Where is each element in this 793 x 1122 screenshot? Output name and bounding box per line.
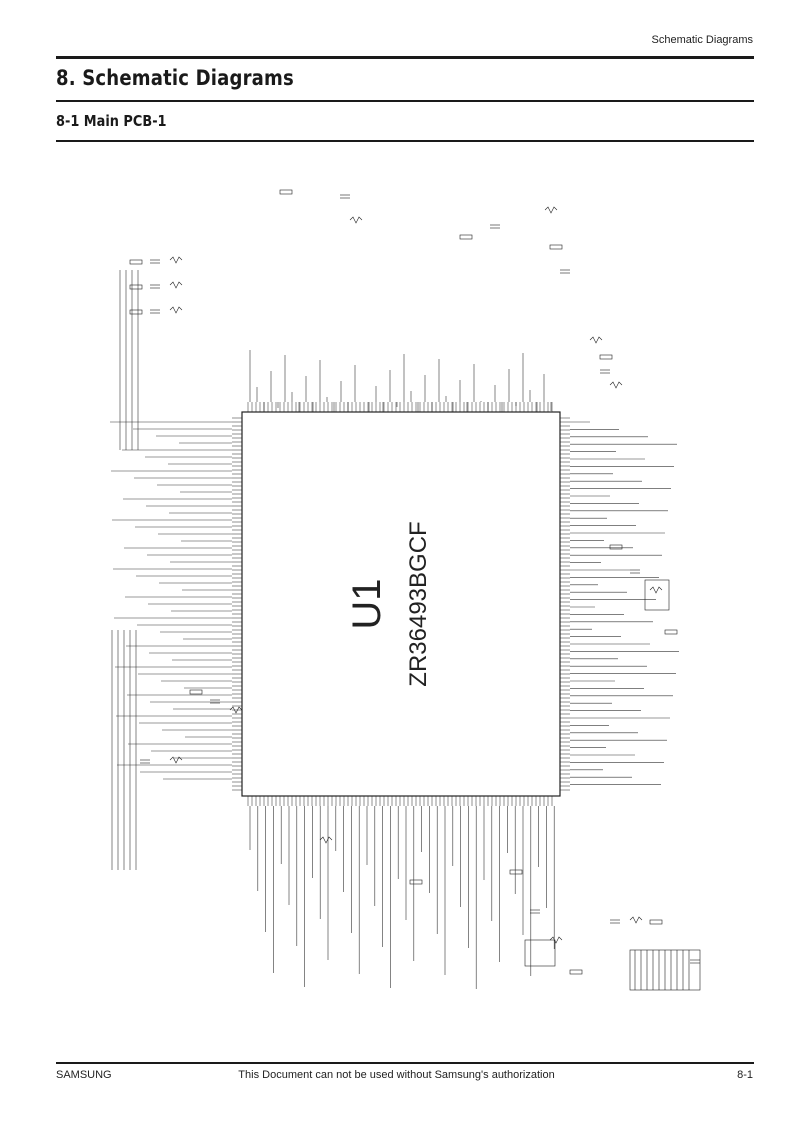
chip-ref-label: U1 [345, 578, 389, 629]
title-rule [56, 100, 754, 102]
chip-part-label: ZR36493BGCF [405, 521, 432, 686]
top-rule [56, 56, 754, 59]
subtitle-rule [56, 140, 754, 142]
footer-brand: SAMSUNG [56, 1069, 112, 1081]
page-number: 8-1 [737, 1069, 753, 1081]
chip-outline [241, 411, 561, 797]
footer-notice: This Document can not be used without Sa… [238, 1069, 555, 1081]
section-subtitle: 8-1 Main PCB-1 [56, 112, 167, 130]
section-title: 8. Schematic Diagrams [56, 66, 294, 90]
running-header: Schematic Diagrams [651, 34, 753, 46]
schematic-diagram: U1 ZR36493BGCF [110, 189, 701, 991]
footer-rule [56, 1062, 754, 1064]
